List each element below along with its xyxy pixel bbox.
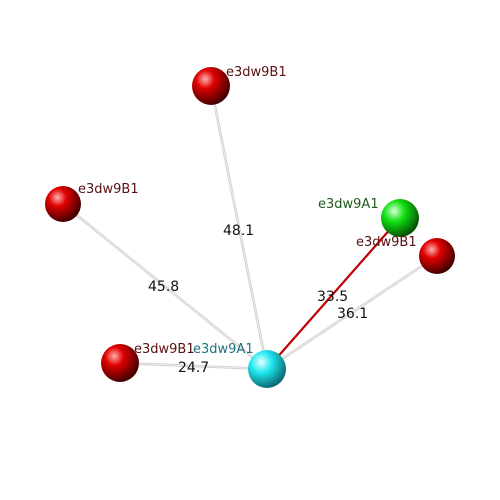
atom-n2[interactable]	[45, 186, 81, 222]
atom-n4[interactable]	[419, 238, 455, 274]
distance-label-n2: 45.8	[148, 279, 179, 295]
bond-n3	[265, 216, 402, 371]
atom-label-n2: e3dw9B1	[78, 182, 139, 197]
atom-n3[interactable]	[381, 199, 419, 237]
atom-center[interactable]	[248, 350, 286, 388]
bond-highlight-line-n5	[119, 362, 268, 370]
distance-label-n5: 24.7	[178, 360, 209, 376]
bond-highlight-line-n1	[210, 85, 268, 370]
atom-label-n3: e3dw9A1	[318, 197, 379, 212]
atom-label-n4: e3dw9B1	[356, 235, 417, 250]
atom-n5[interactable]	[101, 344, 139, 382]
distance-label-n3: 33.5	[317, 289, 348, 305]
atom-label-n5: e3dw9B1	[134, 342, 195, 357]
atom-layer	[45, 67, 455, 388]
bond-highlight-line-n2	[62, 203, 268, 370]
label-layer: e3dw9A1e3dw9B1e3dw9B1e3dw9A1e3dw9B1e3dw9…	[78, 65, 417, 376]
distance-label-n4: 36.1	[337, 306, 368, 322]
atom-label-n1: e3dw9B1	[226, 65, 287, 80]
atom-n1[interactable]	[192, 67, 230, 105]
bond-highlight-line-n4	[266, 255, 438, 370]
atom-label-center: e3dw9A1	[193, 342, 254, 357]
bond-layer	[61, 84, 439, 371]
distance-label-n1: 48.1	[223, 223, 254, 239]
